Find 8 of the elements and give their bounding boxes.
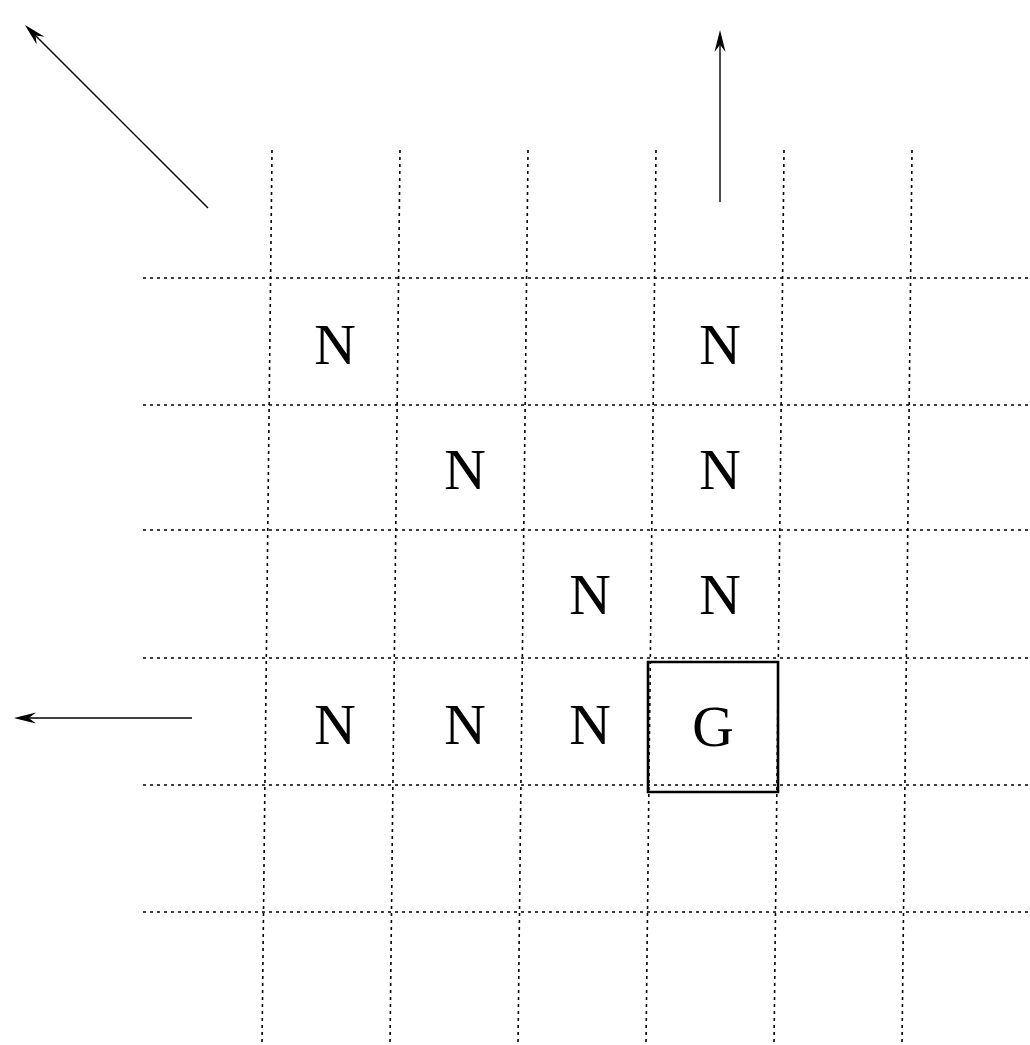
- letter-label: N: [445, 451, 485, 489]
- letter-label: N: [315, 326, 355, 364]
- letter-label: N: [700, 451, 740, 489]
- letter-label: N: [700, 326, 740, 364]
- goal-cell: G: [646, 660, 780, 794]
- letter-label: N: [570, 576, 610, 614]
- letter-label: N: [445, 706, 485, 744]
- letter-label: N: [315, 706, 355, 744]
